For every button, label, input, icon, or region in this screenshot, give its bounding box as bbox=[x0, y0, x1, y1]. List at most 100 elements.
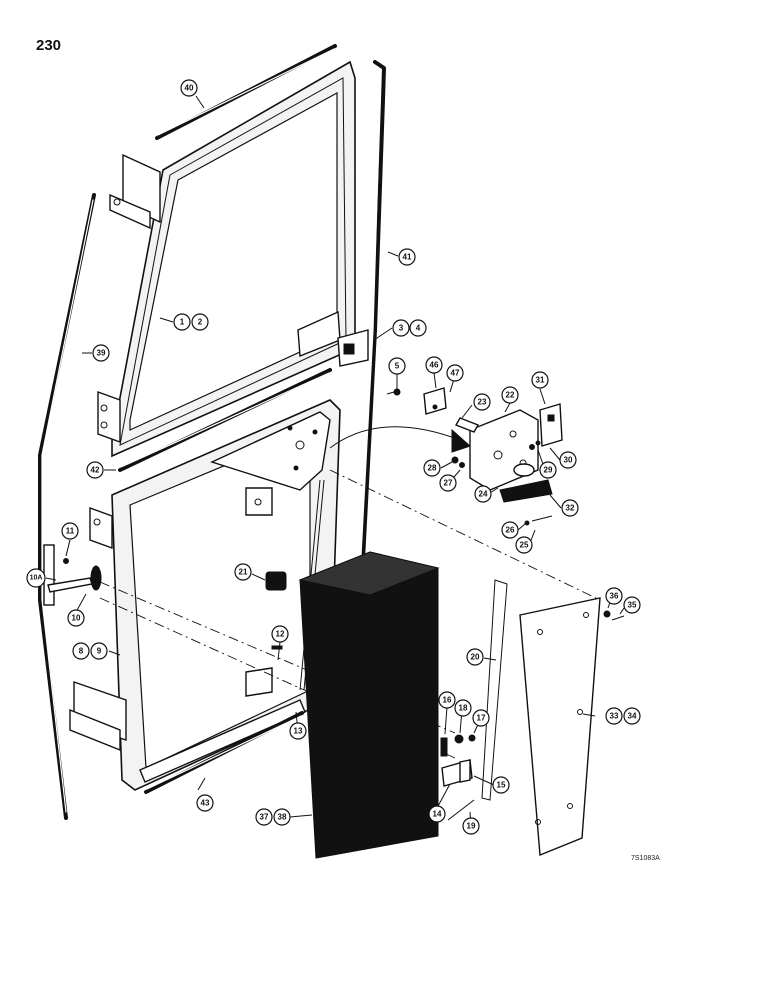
middle-seal bbox=[118, 368, 332, 472]
svg-text:39: 39 bbox=[97, 349, 106, 358]
callout-20: 20 bbox=[466, 648, 484, 666]
svg-text:3: 3 bbox=[399, 324, 404, 333]
svg-text:17: 17 bbox=[477, 714, 486, 723]
svg-text:33: 33 bbox=[610, 712, 619, 721]
callout-32: 32 bbox=[561, 499, 579, 517]
svg-text:11: 11 bbox=[66, 527, 75, 536]
latch-rod bbox=[481, 579, 508, 801]
spring-and-nuts bbox=[440, 734, 476, 757]
callout-27: 27 bbox=[439, 474, 457, 492]
callout-25: 25 bbox=[515, 536, 533, 554]
callout-40: 40 bbox=[180, 79, 198, 97]
svg-text:28: 28 bbox=[428, 464, 437, 473]
hinge-pin-assembly bbox=[43, 544, 102, 606]
svg-text:5: 5 bbox=[395, 362, 400, 371]
left-door-seal bbox=[38, 193, 96, 820]
top-window-seal bbox=[155, 44, 337, 140]
svg-text:1: 1 bbox=[180, 318, 185, 327]
callout-10A: 10A bbox=[26, 568, 46, 588]
callout-26: 26 bbox=[501, 521, 519, 539]
svg-text:31: 31 bbox=[536, 376, 545, 385]
callout-12: 12 bbox=[271, 625, 289, 643]
callout-11: 11 bbox=[61, 522, 79, 540]
svg-text:26: 26 bbox=[506, 526, 515, 535]
callout-43: 43 bbox=[196, 794, 214, 812]
drawing-reference-code: 7S1083A bbox=[631, 855, 660, 862]
callout-14: 14 bbox=[428, 805, 446, 823]
svg-text:10: 10 bbox=[72, 614, 81, 623]
callout-41: 41 bbox=[398, 248, 416, 266]
callout-47: 47 bbox=[446, 364, 464, 382]
callout-13: 13 bbox=[289, 722, 307, 740]
callout-42: 42 bbox=[86, 461, 104, 479]
door-latch-plate bbox=[210, 411, 331, 516]
callout-37: 37 bbox=[255, 808, 273, 826]
svg-text:20: 20 bbox=[471, 653, 480, 662]
svg-text:19: 19 bbox=[467, 822, 476, 831]
callout-36: 36 bbox=[605, 587, 623, 605]
bottom-seal bbox=[144, 711, 304, 794]
callout-39: 39 bbox=[92, 344, 110, 362]
callout-16: 16 bbox=[438, 691, 456, 709]
svg-text:16: 16 bbox=[443, 696, 452, 705]
callout-9: 9 bbox=[90, 642, 108, 660]
svg-text:41: 41 bbox=[403, 253, 412, 262]
upper-window-frame bbox=[111, 60, 356, 458]
svg-text:40: 40 bbox=[185, 84, 194, 93]
svg-text:35: 35 bbox=[628, 601, 637, 610]
svg-text:43: 43 bbox=[201, 799, 210, 808]
callout-5: 5 bbox=[388, 357, 406, 375]
callout-10: 10 bbox=[67, 609, 85, 627]
callout-8: 8 bbox=[72, 642, 90, 660]
inner-panel bbox=[519, 597, 601, 857]
callout-23: 23 bbox=[473, 393, 491, 411]
callout-34: 34 bbox=[623, 707, 641, 725]
page-number: 230 bbox=[36, 37, 62, 54]
svg-text:2: 2 bbox=[198, 318, 203, 327]
callout-33: 33 bbox=[605, 707, 623, 725]
callout-2: 2 bbox=[191, 313, 209, 331]
svg-text:47: 47 bbox=[451, 369, 460, 378]
right-door-seal bbox=[360, 60, 386, 562]
latch-assembly bbox=[329, 387, 563, 526]
svg-text:24: 24 bbox=[479, 490, 488, 499]
callout-35: 35 bbox=[623, 596, 641, 614]
panel-screw bbox=[603, 610, 625, 621]
callout-22: 22 bbox=[501, 386, 519, 404]
bolt bbox=[447, 799, 475, 821]
svg-text:12: 12 bbox=[276, 630, 285, 639]
svg-text:38: 38 bbox=[278, 813, 287, 822]
callout-1: 1 bbox=[173, 313, 191, 331]
callout-29: 29 bbox=[539, 461, 557, 479]
svg-text:36: 36 bbox=[610, 592, 619, 601]
svg-text:25: 25 bbox=[520, 541, 529, 550]
svg-text:30: 30 bbox=[564, 456, 573, 465]
callout-38: 38 bbox=[273, 808, 291, 826]
svg-text:14: 14 bbox=[433, 810, 442, 819]
svg-text:9: 9 bbox=[97, 647, 102, 656]
upper-latch-bracket bbox=[297, 310, 369, 367]
svg-text:21: 21 bbox=[239, 568, 248, 577]
callout-24: 24 bbox=[474, 485, 492, 503]
svg-text:46: 46 bbox=[430, 361, 439, 370]
lower-frame-bottom-hinge bbox=[69, 681, 127, 752]
svg-text:15: 15 bbox=[497, 781, 506, 790]
lower-frame-top-hinge bbox=[89, 507, 113, 549]
svg-text:37: 37 bbox=[260, 813, 269, 822]
callout-31: 31 bbox=[531, 371, 549, 389]
callout-18: 18 bbox=[454, 699, 472, 717]
bottom-rail bbox=[139, 699, 306, 783]
svg-text:18: 18 bbox=[459, 704, 468, 713]
callout-28: 28 bbox=[423, 459, 441, 477]
rubber-bumper bbox=[265, 571, 287, 591]
svg-text:10A: 10A bbox=[30, 575, 43, 582]
callout-15: 15 bbox=[492, 776, 510, 794]
svg-text:13: 13 bbox=[294, 727, 303, 736]
svg-text:27: 27 bbox=[444, 479, 453, 488]
svg-text:23: 23 bbox=[478, 398, 487, 407]
svg-text:22: 22 bbox=[506, 391, 515, 400]
callout-21: 21 bbox=[234, 563, 252, 581]
callout-17: 17 bbox=[472, 709, 490, 727]
callout-4: 4 bbox=[409, 319, 427, 337]
